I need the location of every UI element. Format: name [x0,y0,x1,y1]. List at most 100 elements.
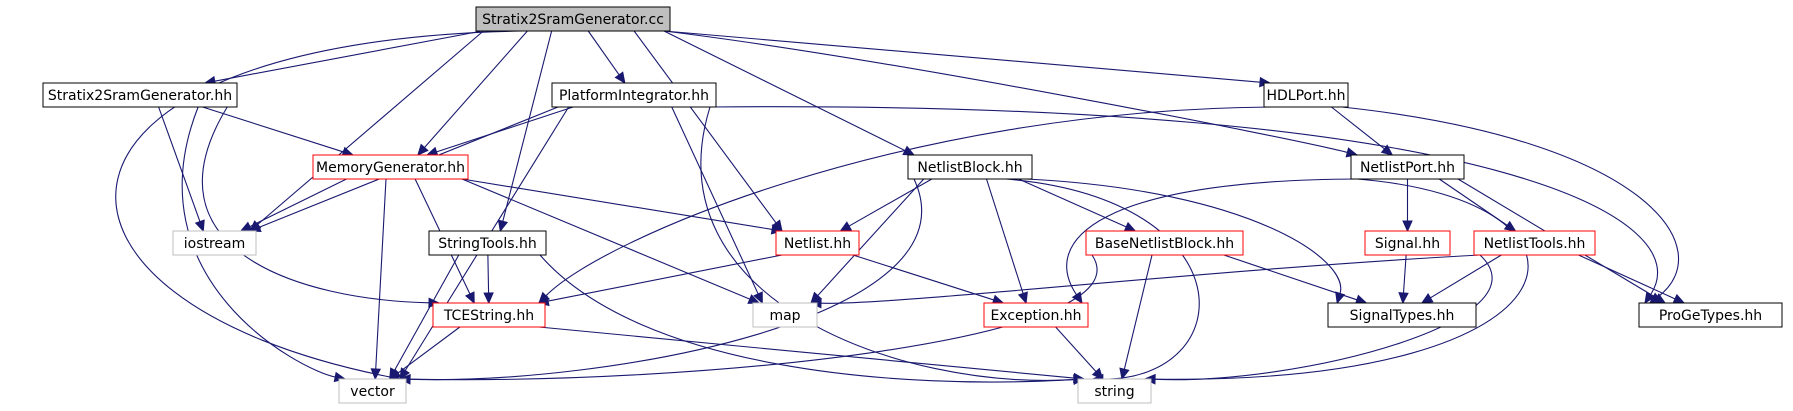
node-label: vector [350,384,395,400]
node-box [1327,302,1477,328]
node-vec: vector [338,378,407,404]
node-exc[interactable]: Exception.hh [983,302,1089,328]
node-box [1364,230,1451,256]
node-box [338,378,407,404]
node-pgt[interactable]: ProGeTypes.hh [1638,302,1783,328]
arrowhead-icon [1380,144,1394,156]
node-label: ProGeTypes.hh [1659,308,1762,324]
arrowhead-icon [1503,220,1517,232]
node-box [1473,230,1596,256]
nodes-layer: Stratix2SramGenerator.ccStratix2SramGene… [42,6,1783,404]
node-label: Netlist.hh [784,236,851,252]
node-root[interactable]: Stratix2SramGenerator.cc [475,6,671,32]
node-box [1085,230,1244,256]
edge-line [461,178,773,230]
node-label: HDLPort.hh [1266,88,1345,104]
node-label: Stratix2SramGenerator.hh [48,88,232,104]
edge-line [436,106,574,153]
node-label: string [1094,384,1134,400]
edge-line [461,178,750,300]
node-map: map [752,302,818,328]
node-label: map [769,308,800,324]
arrowhead-icon [1398,292,1409,305]
node-label: Exception.hh [990,308,1081,324]
arrowhead-icon [753,291,763,305]
edge-line [547,254,783,302]
edge-bnl-to-str [1119,254,1153,381]
node-tce[interactable]: TCEString.hh [432,302,546,328]
node-box [432,302,546,328]
node-ios: iostream [172,230,257,256]
edge-line [397,326,461,374]
edge-s2hh-to-mem [202,106,355,157]
arrowhead-icon [1091,367,1104,380]
node-box [475,6,671,32]
edge-line [394,254,460,371]
node-label: NetlistBlock.hh [917,160,1022,176]
node-nlp[interactable]: NetlistPort.hh [1350,154,1465,180]
node-stt[interactable]: SignalTypes.hh [1327,302,1477,328]
node-box [907,154,1033,180]
arrowhead-icon [417,143,429,156]
node-nlb[interactable]: NetlistBlock.hh [907,154,1033,180]
edge-line [1025,178,1342,294]
node-nlt[interactable]: NetlistTools.hh [1473,230,1596,256]
edge-hdl-to-nlp [1331,106,1394,156]
node-st[interactable]: StringTools.hh [428,230,547,256]
edge-line [848,178,933,227]
node-box [752,302,818,328]
edge-nlb-to-exc [985,178,1028,305]
edge-line [409,178,923,381]
edge-line [202,106,344,153]
edge-line [1154,254,1493,381]
arrowhead-icon [1420,293,1434,304]
edge-nlb-to-nl [839,178,933,232]
node-box [1263,82,1349,108]
node-box [42,82,238,108]
arrowhead-icon [388,368,402,380]
arrowhead-icon [1653,293,1667,304]
node-hdl[interactable]: HDLPort.hh [1263,82,1349,108]
node-nl[interactable]: Netlist.hh [775,230,860,256]
node-pihh[interactable]: PlatformIntegrator.hh [551,82,717,108]
node-label: iostream [184,236,246,252]
edge-line [115,30,523,378]
node-sig[interactable]: Signal.hh [1364,230,1451,256]
edge-root-to-mem [417,30,528,156]
edge-root-to-st [497,30,553,233]
edge-line [1402,254,1407,294]
node-label: TCEString.hh [443,308,534,324]
node-label: NetlistTools.hh [1484,236,1586,252]
edge-line [663,30,1348,153]
edge-st-to-tce [483,254,494,305]
node-s2hh[interactable]: Stratix2SramGenerator.hh [42,82,238,108]
node-box [1350,154,1465,180]
edge-line [817,178,925,296]
edge-line [985,178,1024,294]
node-bnl[interactable]: BaseNetlistBlock.hh [1085,230,1244,256]
edge-line [181,106,336,378]
edge-line [663,30,1261,83]
edge-exc-to-str [1055,326,1104,380]
node-label: PlatformIntegrator.hh [559,88,709,104]
edge-line [709,106,1659,295]
arrowhead-icon [1119,367,1130,381]
edge-line [663,30,906,152]
node-label: Signal.hh [1375,236,1440,252]
edge-mem-to-map [461,178,761,304]
edge-line [502,30,553,222]
node-box [312,154,469,180]
edge-nlt-to-stt [1420,254,1502,304]
arrowhead-icon [839,221,853,232]
edge-line [214,30,483,82]
node-box [1077,378,1152,404]
edge-line [538,326,1075,379]
arrowhead-icon [1402,220,1413,233]
node-mem[interactable]: MemoryGenerator.hh [312,154,469,180]
edge-line [1223,254,1358,301]
node-label: StringTools.hh [438,236,536,252]
edge-line [1331,106,1385,150]
arrowhead-icon [497,219,509,233]
